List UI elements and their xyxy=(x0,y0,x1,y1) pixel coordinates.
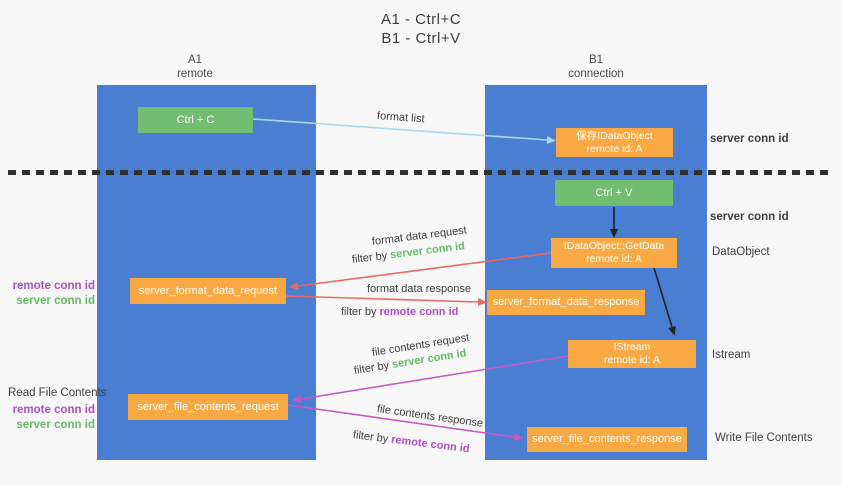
node-ctrl-v-label: Ctrl + V xyxy=(595,186,633,199)
node-server-format-data-response-label: server_format_data_response xyxy=(492,296,640,308)
format-request-conn-ids: remote conn id server conn id xyxy=(10,279,95,308)
node-server-file-contents-request-label: server_file_contents_request xyxy=(137,400,279,413)
server-conn-id-side-mid: server conn id xyxy=(710,211,789,223)
server-conn-id-left-2: server conn id xyxy=(16,418,95,431)
node-ctrl-c-label: Ctrl + C xyxy=(176,113,215,126)
lane-a1-name: A1 xyxy=(187,54,203,66)
node-server-format-data-response: server_format_data_response xyxy=(487,290,645,315)
node-save-idataobject-line1: 保存IDataObject xyxy=(576,129,653,142)
node-ctrl-c: Ctrl + C xyxy=(138,107,253,133)
file-contents-response-label: file contents response xyxy=(376,403,484,430)
filter-by-text: filter by xyxy=(353,359,390,377)
diagram-title: A1 - Ctrl+C B1 - Ctrl+V xyxy=(0,10,842,48)
dataobject-side-label: DataObject xyxy=(712,246,770,258)
format-list-label: format list xyxy=(376,110,425,126)
node-idataobject-getdata: IDataObject::GetData remote id: A xyxy=(551,238,677,268)
node-server-file-contents-response-label: server_file_contents_response xyxy=(532,433,682,445)
node-save-idataobject: 保存IDataObject remote id: A xyxy=(556,128,673,157)
lane-header-b1: B1 connection xyxy=(485,53,707,81)
istream-side-label: Istream xyxy=(712,349,751,361)
write-file-contents-label: Write File Contents xyxy=(715,432,813,444)
remote-conn-id-text: remote conn id xyxy=(390,433,471,456)
lane-a1-role: remote xyxy=(177,68,213,80)
filter-by-text: filter by xyxy=(352,429,389,446)
node-save-idataobject-line2: remote id: A xyxy=(586,142,643,155)
server-conn-id-side-top: server conn id xyxy=(710,133,789,145)
server-conn-id-left-1: server conn id xyxy=(16,294,95,307)
node-server-file-contents-response: server_file_contents_response xyxy=(527,427,687,452)
lane-b1-role: connection xyxy=(568,68,624,80)
remote-conn-id-text: remote conn id xyxy=(379,306,459,318)
lane-b1-name: B1 xyxy=(588,54,604,66)
node-getdata-line2: remote id: A xyxy=(585,253,643,265)
node-istream: IStream remote id: A xyxy=(568,340,696,368)
filter-by-text: filter by xyxy=(341,306,377,318)
node-istream-line2: remote id: A xyxy=(603,354,661,366)
node-getdata-line1: IDataObject::GetData xyxy=(563,240,665,252)
node-ctrl-v: Ctrl + V xyxy=(555,180,673,206)
node-istream-line1: IStream xyxy=(613,341,651,353)
remote-conn-id-left-2: remote conn id xyxy=(12,404,95,416)
read-file-contents-label: Read File Contents xyxy=(8,387,107,399)
session-separator-line xyxy=(8,170,834,175)
lane-header-a1: A1 remote xyxy=(85,53,305,81)
node-server-file-contents-request: server_file_contents_request xyxy=(128,394,288,420)
filter-by-text: filter by xyxy=(351,249,388,266)
node-server-format-data-request: server_format_data_request xyxy=(130,278,286,304)
remote-conn-id-left-1: remote conn id xyxy=(12,280,95,292)
format-data-response-label: format data response xyxy=(367,283,471,295)
title-line-1: A1 - Ctrl+C xyxy=(380,11,462,28)
node-server-format-data-request-label: server_format_data_request xyxy=(138,284,278,297)
file-request-conn-ids: remote conn id server conn id xyxy=(10,403,95,432)
title-line-2: B1 - Ctrl+V xyxy=(381,30,461,47)
